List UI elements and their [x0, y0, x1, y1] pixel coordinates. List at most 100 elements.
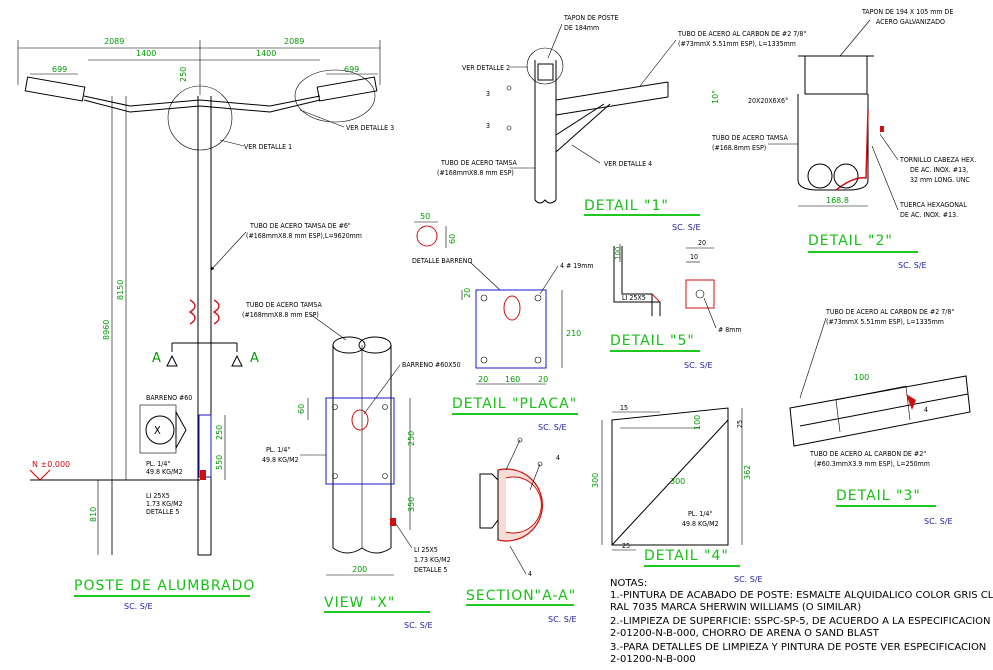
section-mark-right: A [250, 351, 259, 366]
view-x: TUBO DE ACERO TAMSA (#168mmX8.8 mm ESP) … [242, 301, 461, 630]
vx-dim-350: 350 [407, 497, 416, 512]
d4-dim-25: 25 [736, 420, 744, 428]
placa-holes: 4 # 19mm [560, 262, 594, 270]
notes-line-6: 2-01200-N-B-000 [610, 654, 696, 665]
title-poste: POSTE DE ALUMBRADO [74, 578, 255, 594]
d1-ver-detalle-2: VER DETALLE 2 [462, 64, 510, 72]
scale-section-aa: SC. S/E [548, 615, 577, 624]
d1-angle: 10° [711, 90, 720, 104]
vx-barreno: BARRENO #60X50 [402, 361, 461, 369]
title-detail-5: DETAIL "5" [610, 333, 695, 349]
vx-dim-250: 250 [407, 431, 416, 446]
notes-line-5: 3.-PARA DETALLES DE LIMPIEZA Y PINTURA D… [610, 642, 986, 653]
d4-pl-1: PL. 1/4" [688, 510, 712, 518]
title-section-aa: SECTION"A-A" [466, 588, 576, 604]
dim-plate-h: 550 [215, 455, 224, 470]
scale-detail-2: SC. S/E [898, 261, 927, 270]
d5-hole: # 8mm [718, 326, 742, 334]
label-pole-tube-2: (#168mmX8.8 mm ESP),L=9620mm [246, 232, 362, 240]
d2-tamsa-2: (#168.8mm ESP) [712, 144, 766, 152]
d2-tapon-2: ACERO GALVANIZADO [876, 18, 945, 26]
title-view-x: VIEW "X" [324, 595, 395, 611]
dim-rise: 250 [179, 67, 188, 82]
notes-line-2: RAL 7035 MARCA SHERWIN WILLIAMS (O SIMIL… [610, 602, 861, 613]
placa-dim-20-b: 20 [538, 375, 548, 384]
scale-detail-4: SC. S/E [734, 575, 763, 584]
dim-height-upper: 8150 [116, 280, 125, 300]
d2-width: 168.8 [826, 196, 849, 205]
title-detail-4: DETAIL "4" [644, 548, 729, 564]
notes-heading: NOTAS: [610, 578, 647, 589]
d5-dim-10: 10 [690, 253, 698, 261]
section-mark-left: A [152, 351, 161, 366]
d4-dim-25-b: 25 [622, 542, 630, 550]
vx-tamsa-2: (#168mmX8.8 mm ESP) [242, 311, 319, 319]
d5-dim-100: 100 [614, 247, 622, 260]
d1-tapon-2: DE 184mm [564, 24, 599, 32]
title-detail-3: DETAIL "3" [836, 488, 921, 504]
d1-tamsa-2: (#168mmX8.8 mm ESP) [437, 169, 514, 177]
placa-dim-20-a: 20 [478, 375, 488, 384]
label-ver-detalle-3: VER DETALLE 3 [346, 124, 394, 132]
d1-tubo-2: (#73mmX 5.51mm ESP), L=1335mm [678, 40, 796, 48]
scale-detail-placa: SC. S/E [538, 423, 567, 432]
d3-tubo2-2: (#60.3mmX3.9 mm ESP), L=250mm [814, 460, 930, 468]
dim-span-right: 2089 [284, 37, 304, 46]
ground-level: N ±0.000 [32, 460, 70, 469]
d4-dim-300-d: 300 [670, 477, 685, 486]
d5-dim-20: 20 [698, 239, 706, 247]
vx-tamsa-1: TUBO DE ACERO TAMSA [245, 301, 323, 309]
scale-detail-3: SC. S/E [924, 517, 953, 526]
d2-tuerca-1: TUERCA HEXAGONAL [899, 201, 967, 209]
detail-1: TAPON DE POSTE DE 184mm TUBO DE ACERO AL… [437, 14, 806, 232]
label-pl-2: 49.8 KG/M2 [146, 468, 183, 476]
label-pl-1: PL. 1/4" [146, 460, 170, 468]
d2-tapon-1: TAPON DE 194 X 105 mm DE [861, 8, 953, 16]
placa-dim-20-top: 20 [463, 288, 472, 298]
detail-5: 100 LI 25X5 20 10 # 8mm DETAIL "5" SC. S… [610, 239, 742, 370]
notes: NOTAS: 1.-PINTURA DE ACABADO DE POSTE: E… [610, 578, 993, 665]
d3-dim-100: 100 [854, 373, 869, 382]
vx-li-1: LI 25X5 [414, 546, 438, 554]
dim-arm-left: 699 [52, 65, 67, 74]
dim-span-left: 2089 [104, 37, 124, 46]
placa-detalle-barreno: DETALLE BARRENO [412, 257, 472, 265]
d5-li: LI 25X5 [622, 294, 646, 302]
vx-pl-2: 49.8 KG/M2 [262, 456, 299, 464]
notes-line-1: 1.-PINTURA DE ACABADO DE POSTE: ESMALTE … [610, 590, 993, 601]
notes-line-3: 2.-LIMPIEZA DE SUPERFICIE: SSPC-SP-5, DE… [610, 616, 991, 627]
d4-pl-2: 49.8 KG/M2 [682, 520, 719, 528]
placa-dim-160: 160 [505, 375, 520, 384]
placa-dim-210: 210 [566, 329, 581, 338]
detail-3: TUBO DE ACERO AL CARBON DE #2 7/8" (#73m… [789, 308, 971, 526]
d4-dim-100: 100 [693, 415, 702, 430]
detail-4: 15 25 100 300 300 362 25 PL. 1/4" 49.8 K… [591, 404, 763, 584]
dim-arm-right: 699 [344, 65, 359, 74]
vx-li-2: 1.73 KG/M2 [414, 556, 451, 564]
placa-barreno-h: 60 [448, 234, 457, 244]
d1-tamsa-1: TUBO DE ACERO TAMSA [440, 159, 518, 167]
label-li-3: DETALLE 5 [146, 508, 179, 516]
d1-tubo-1: TUBO DE ACERO AL CARBON DE #2 7/8" [677, 30, 806, 38]
saa-weld-a: 4 [556, 454, 560, 462]
label-pole-tube-1: TUBO DE ACERO TAMSA DE #6" [249, 222, 351, 230]
d1-ver-detalle-4: VER DETALLE 4 [604, 160, 652, 168]
view-x-mark: X [154, 424, 161, 437]
d2-tornillo-1: TORNILLO CABEZA HEX. [899, 156, 976, 164]
detail-placa: 50 60 DETALLE BARRENO 4 # 19mm 20 210 20… [412, 212, 594, 432]
pole-elevation: 2089 2089 1400 1400 699 699 250 VER DETA… [17, 37, 394, 611]
d1-weld-b: 3 [486, 122, 490, 130]
label-barreno: BARRENO #60 [146, 394, 192, 402]
dim-height-total: 8960 [102, 320, 111, 340]
d3-tubo2-1: TUBO DE ACERO AL CARBON DE #2" [809, 450, 926, 458]
d2-tornillo-3: 32 mm LONG. UNC [910, 176, 970, 184]
label-li-1: LI 25X5 [146, 492, 170, 500]
d4-dim-362: 362 [743, 465, 752, 480]
dim-inner-left: 1400 [136, 49, 156, 58]
scale-detail-5: SC. S/E [684, 361, 713, 370]
d3-tubo-2: (#73mmX 5.51mm ESP), L=1335mm [826, 318, 944, 326]
d2-tuerca-2: DE AC. INOX. #13. [900, 211, 958, 219]
d1-tapon-1: TAPON DE POSTE [563, 14, 618, 22]
d1-weld-a: 3 [486, 90, 490, 98]
